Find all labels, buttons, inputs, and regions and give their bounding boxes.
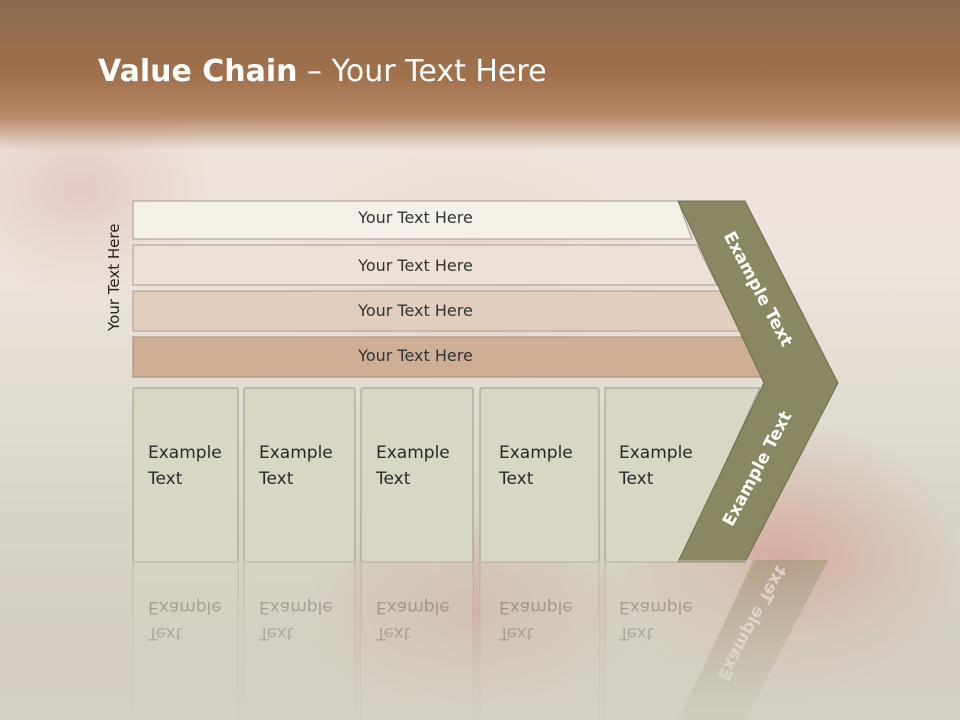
row-text-3: Your Text Here bbox=[358, 301, 473, 320]
reflection-fade bbox=[0, 560, 960, 720]
column-1-line1: Example bbox=[148, 443, 222, 463]
row-text-1: Your Text Here bbox=[358, 208, 473, 227]
title-bold: Value Chain bbox=[98, 54, 298, 89]
column-1-line2: Text bbox=[148, 469, 183, 489]
column-2-line2: Text bbox=[259, 469, 294, 489]
row-text-2: Your Text Here bbox=[358, 256, 473, 275]
column-2-line1: Example bbox=[259, 443, 333, 463]
column-4-line1: Example bbox=[499, 443, 573, 463]
row-text-4: Your Text Here bbox=[358, 346, 473, 365]
title-rest: – Your Text Here bbox=[297, 54, 547, 89]
title-bar bbox=[0, 0, 960, 150]
column-3-line2: Text bbox=[376, 469, 411, 489]
column-5-line1: Example bbox=[619, 443, 693, 463]
column-3-line1: Example bbox=[376, 443, 450, 463]
row-band-1 bbox=[132, 200, 693, 240]
column-4-line2: Text bbox=[499, 469, 534, 489]
column-5-line2: Text bbox=[619, 469, 654, 489]
row-band-2 bbox=[132, 244, 718, 286]
slide-title: Value Chain – Your Text Here bbox=[98, 54, 547, 89]
